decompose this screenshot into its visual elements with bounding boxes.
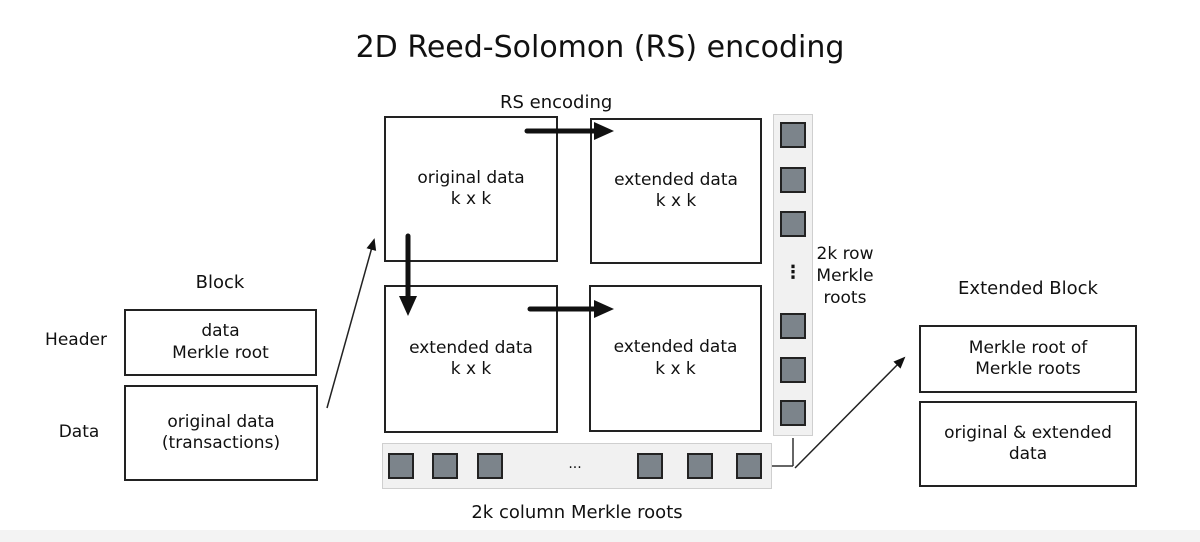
header-box: data Merkle root [124, 309, 317, 376]
root-box-text: Merkle roots [975, 359, 1081, 379]
quadrant-text: extended data [614, 169, 738, 190]
column-root-square [637, 453, 663, 479]
rs-encoding-arrow-top [524, 122, 614, 140]
quadrant-extended-data-bottom-right: extended data k x k [589, 285, 762, 432]
header-label: Header [45, 330, 107, 350]
row-roots-label-line: roots [823, 288, 867, 309]
extended-block-title: Extended Block [958, 278, 1098, 299]
column-roots-label: 2k column Merkle roots [471, 502, 683, 523]
original-extended-data-box: original & extended data [919, 401, 1137, 487]
column-roots-ellipsis: ... [568, 456, 582, 472]
row-root-square [780, 400, 806, 426]
quadrant-text: original data [417, 167, 525, 188]
header-box-text: data [201, 321, 240, 342]
quadrant-dims: k x k [450, 359, 492, 379]
bottom-band [0, 530, 1200, 542]
quadrant-dims: k x k [655, 191, 697, 211]
ext-data-box-text: data [1008, 444, 1048, 464]
row-root-square [780, 211, 806, 237]
row-root-square [780, 357, 806, 383]
data-label: Data [58, 422, 100, 442]
row-roots-ellipsis: ⋮ [784, 262, 802, 283]
data-box-text: original data [167, 411, 275, 432]
quadrant-dims: k x k [450, 189, 492, 209]
header-box-text: Merkle root [172, 342, 269, 363]
rs-encoding-arrow-bottom [527, 300, 614, 318]
data-box-text: (transactions) [161, 433, 281, 453]
row-roots-label-line: 2k row [816, 244, 874, 264]
root-box-text: Merkle root of [968, 337, 1088, 358]
block-title: Block [195, 272, 245, 293]
row-roots-label: 2k row Merkle roots [815, 243, 875, 309]
quadrant-original-data: original data k x k [384, 116, 558, 262]
ext-data-box-text: original & extended [944, 422, 1112, 443]
column-root-square [477, 453, 503, 479]
diagram-title: 2D Reed-Solomon (RS) encoding [355, 30, 845, 65]
block-to-grid-arrow [326, 238, 377, 409]
row-root-square [780, 313, 806, 339]
column-root-square [687, 453, 713, 479]
row-root-square [780, 167, 806, 193]
data-box: original data (transactions) [124, 385, 318, 481]
rs-encoding-label: RS encoding [500, 92, 613, 113]
row-root-square [780, 122, 806, 148]
roots-join-bracket [772, 438, 794, 467]
quadrant-extended-data-top-right: extended data k x k [590, 118, 762, 264]
roots-to-extended-block-arrow [794, 356, 906, 469]
row-roots-label-line: Merkle [816, 266, 874, 287]
column-root-square [388, 453, 414, 479]
quadrant-extended-data-bottom-left: extended data k x k [384, 285, 558, 433]
merkle-root-of-roots-box: Merkle root of Merkle roots [919, 325, 1137, 393]
quadrant-text: extended data [613, 337, 738, 358]
column-root-square [736, 453, 762, 479]
quadrant-text: extended data [409, 337, 533, 358]
quadrant-dims: k x k [655, 358, 696, 379]
rs-encoding-arrow-down [399, 233, 417, 316]
column-root-square [432, 453, 458, 479]
